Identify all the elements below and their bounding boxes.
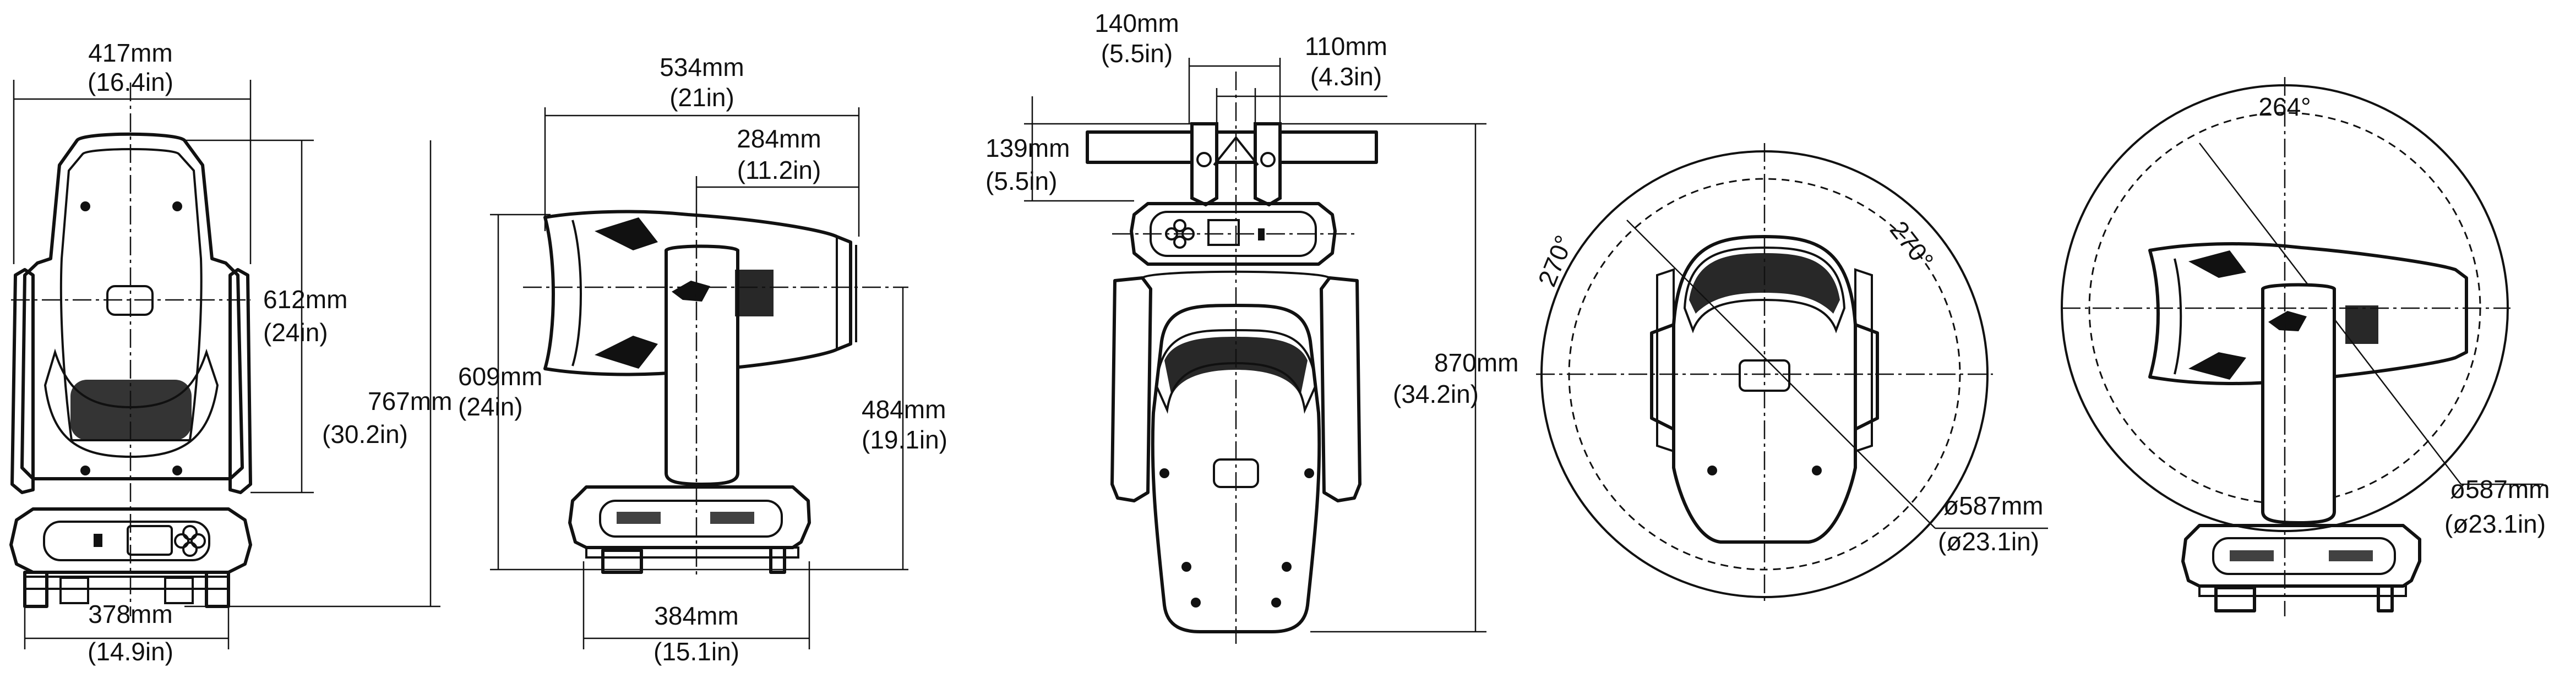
side-base-width-mm: 384mm — [654, 601, 738, 630]
rear-bracket-height-in: (5.5in) — [985, 167, 1057, 195]
pan-view — [1536, 143, 2048, 605]
side-height-total-mm: 609mm — [458, 362, 542, 391]
tilt-labels: 264° ø587mm (ø23.1in) — [2258, 92, 2550, 538]
front-height-total-in: (30.2in) — [322, 420, 408, 448]
side-height-axis-in: (19.1in) — [862, 425, 947, 454]
front-width-base-in: (14.9in) — [88, 637, 173, 666]
side-head-offset-in: (11.2in) — [737, 156, 821, 184]
front-height-total-mm: 767mm — [368, 387, 452, 415]
pan-diameter-mm: ø587mm — [1943, 491, 2043, 520]
rear-height-total-mm: 870mm — [1434, 348, 1518, 377]
rear-bracket-gap-mm: 110mm — [1305, 32, 1387, 61]
side-view — [490, 107, 908, 649]
tilt-angle: 264° — [2258, 92, 2311, 121]
rear-dimension-labels: 140mm (5.5in) 110mm (4.3in) 139mm (5.5in… — [985, 9, 1518, 408]
side-head-offset-mm: 284mm — [737, 124, 821, 153]
front-height-head-in: (24in) — [263, 318, 328, 347]
tilt-diameter-mm: ø587mm — [2450, 475, 2550, 504]
rear-bracket-gap-in: (4.3in) — [1310, 62, 1382, 91]
side-height-axis-mm: 484mm — [862, 395, 946, 424]
side-base-width-in: (15.1in) — [653, 637, 739, 666]
front-width-top-mm: 417mm — [88, 39, 172, 67]
side-length-in: (21in) — [669, 83, 734, 112]
rear-view — [1024, 58, 1486, 644]
side-vent-top — [595, 217, 658, 250]
rear-height-total-in: (34.2in) — [1393, 380, 1479, 408]
rear-bracket-span-in: (5.5in) — [1101, 39, 1173, 68]
side-vent-bottom — [595, 336, 658, 369]
front-dimension-labels: 417mm (16.4in) 612mm (24in) 767mm (30.2i… — [88, 39, 452, 666]
front-view — [9, 80, 440, 649]
rear-bracket-span-mm: 140mm — [1094, 9, 1179, 37]
rear-bracket-height-mm: 139mm — [985, 134, 1070, 162]
front-width-top-in: (16.4in) — [88, 68, 173, 96]
front-grill — [70, 380, 192, 440]
tilt-diameter-in: (ø23.1in) — [2444, 510, 2546, 538]
side-length-mm: 534mm — [660, 53, 744, 81]
front-height-head-mm: 612mm — [263, 285, 347, 314]
side-vent-grid — [735, 270, 774, 316]
side-height-total-in: (24in) — [458, 392, 523, 421]
tilt-view — [2061, 77, 2544, 616]
pan-diameter-in: (ø23.1in) — [1938, 527, 2039, 556]
front-width-base-mm: 378mm — [88, 600, 172, 628]
side-dimension-labels: 534mm (21in) 284mm (11.2in) 609mm (24in)… — [458, 53, 947, 666]
